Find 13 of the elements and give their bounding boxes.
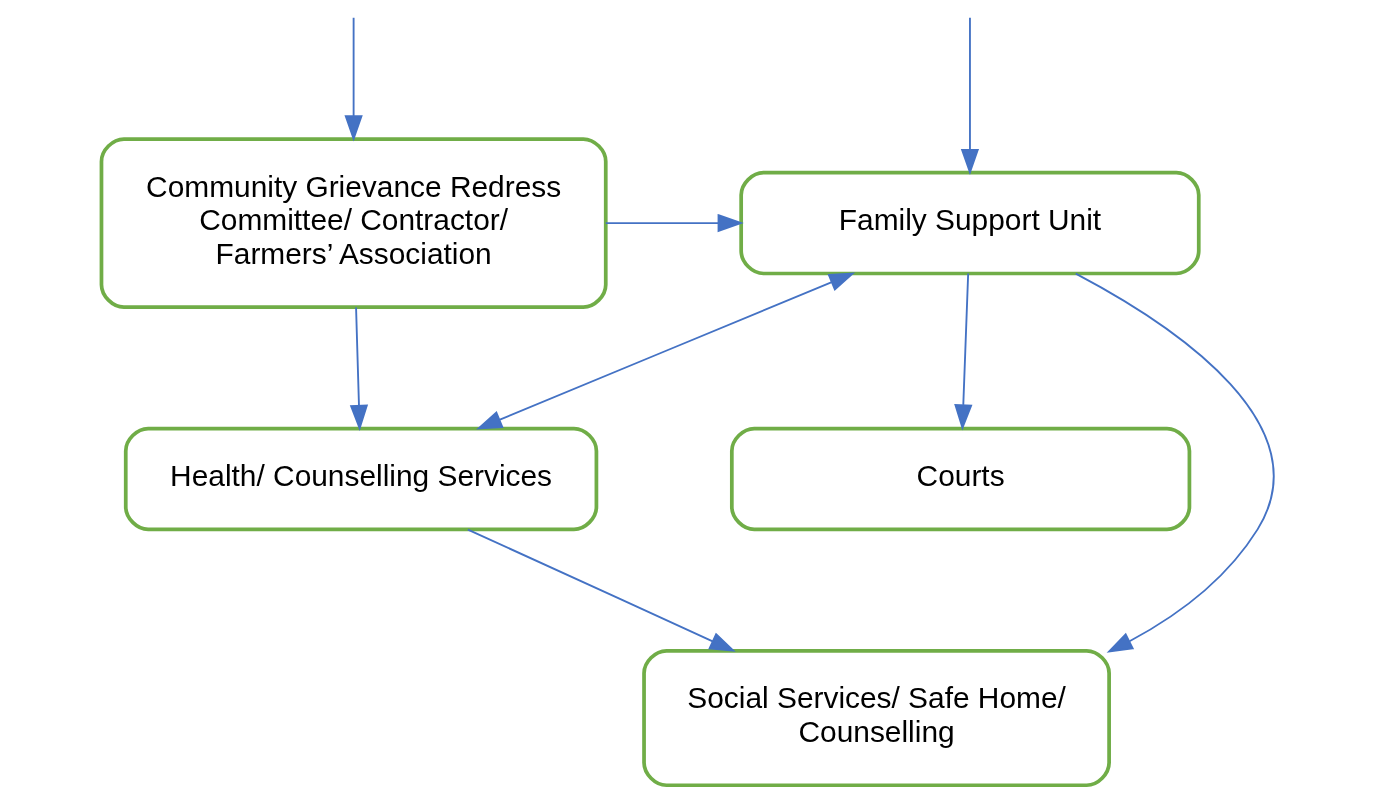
arrow bbox=[344, 16, 363, 142]
arrow bbox=[476, 272, 856, 430]
node-box: Community Grievance Redress Committee/ Contractor/ Farmers’ Association bbox=[99, 137, 608, 309]
arrow bbox=[1074, 272, 1275, 653]
arrow bbox=[349, 306, 369, 432]
arrow bbox=[466, 528, 736, 652]
node-box: Family Support Unit bbox=[739, 170, 1201, 276]
arrow bbox=[604, 213, 744, 233]
arrow bbox=[954, 272, 973, 431]
node-box: Health/ Counselling Services bbox=[123, 426, 599, 532]
arrow bbox=[960, 16, 980, 176]
node-box: Courts bbox=[729, 426, 1192, 532]
node-box: Social Services/ Safe Home/ Counselling bbox=[642, 648, 1111, 788]
